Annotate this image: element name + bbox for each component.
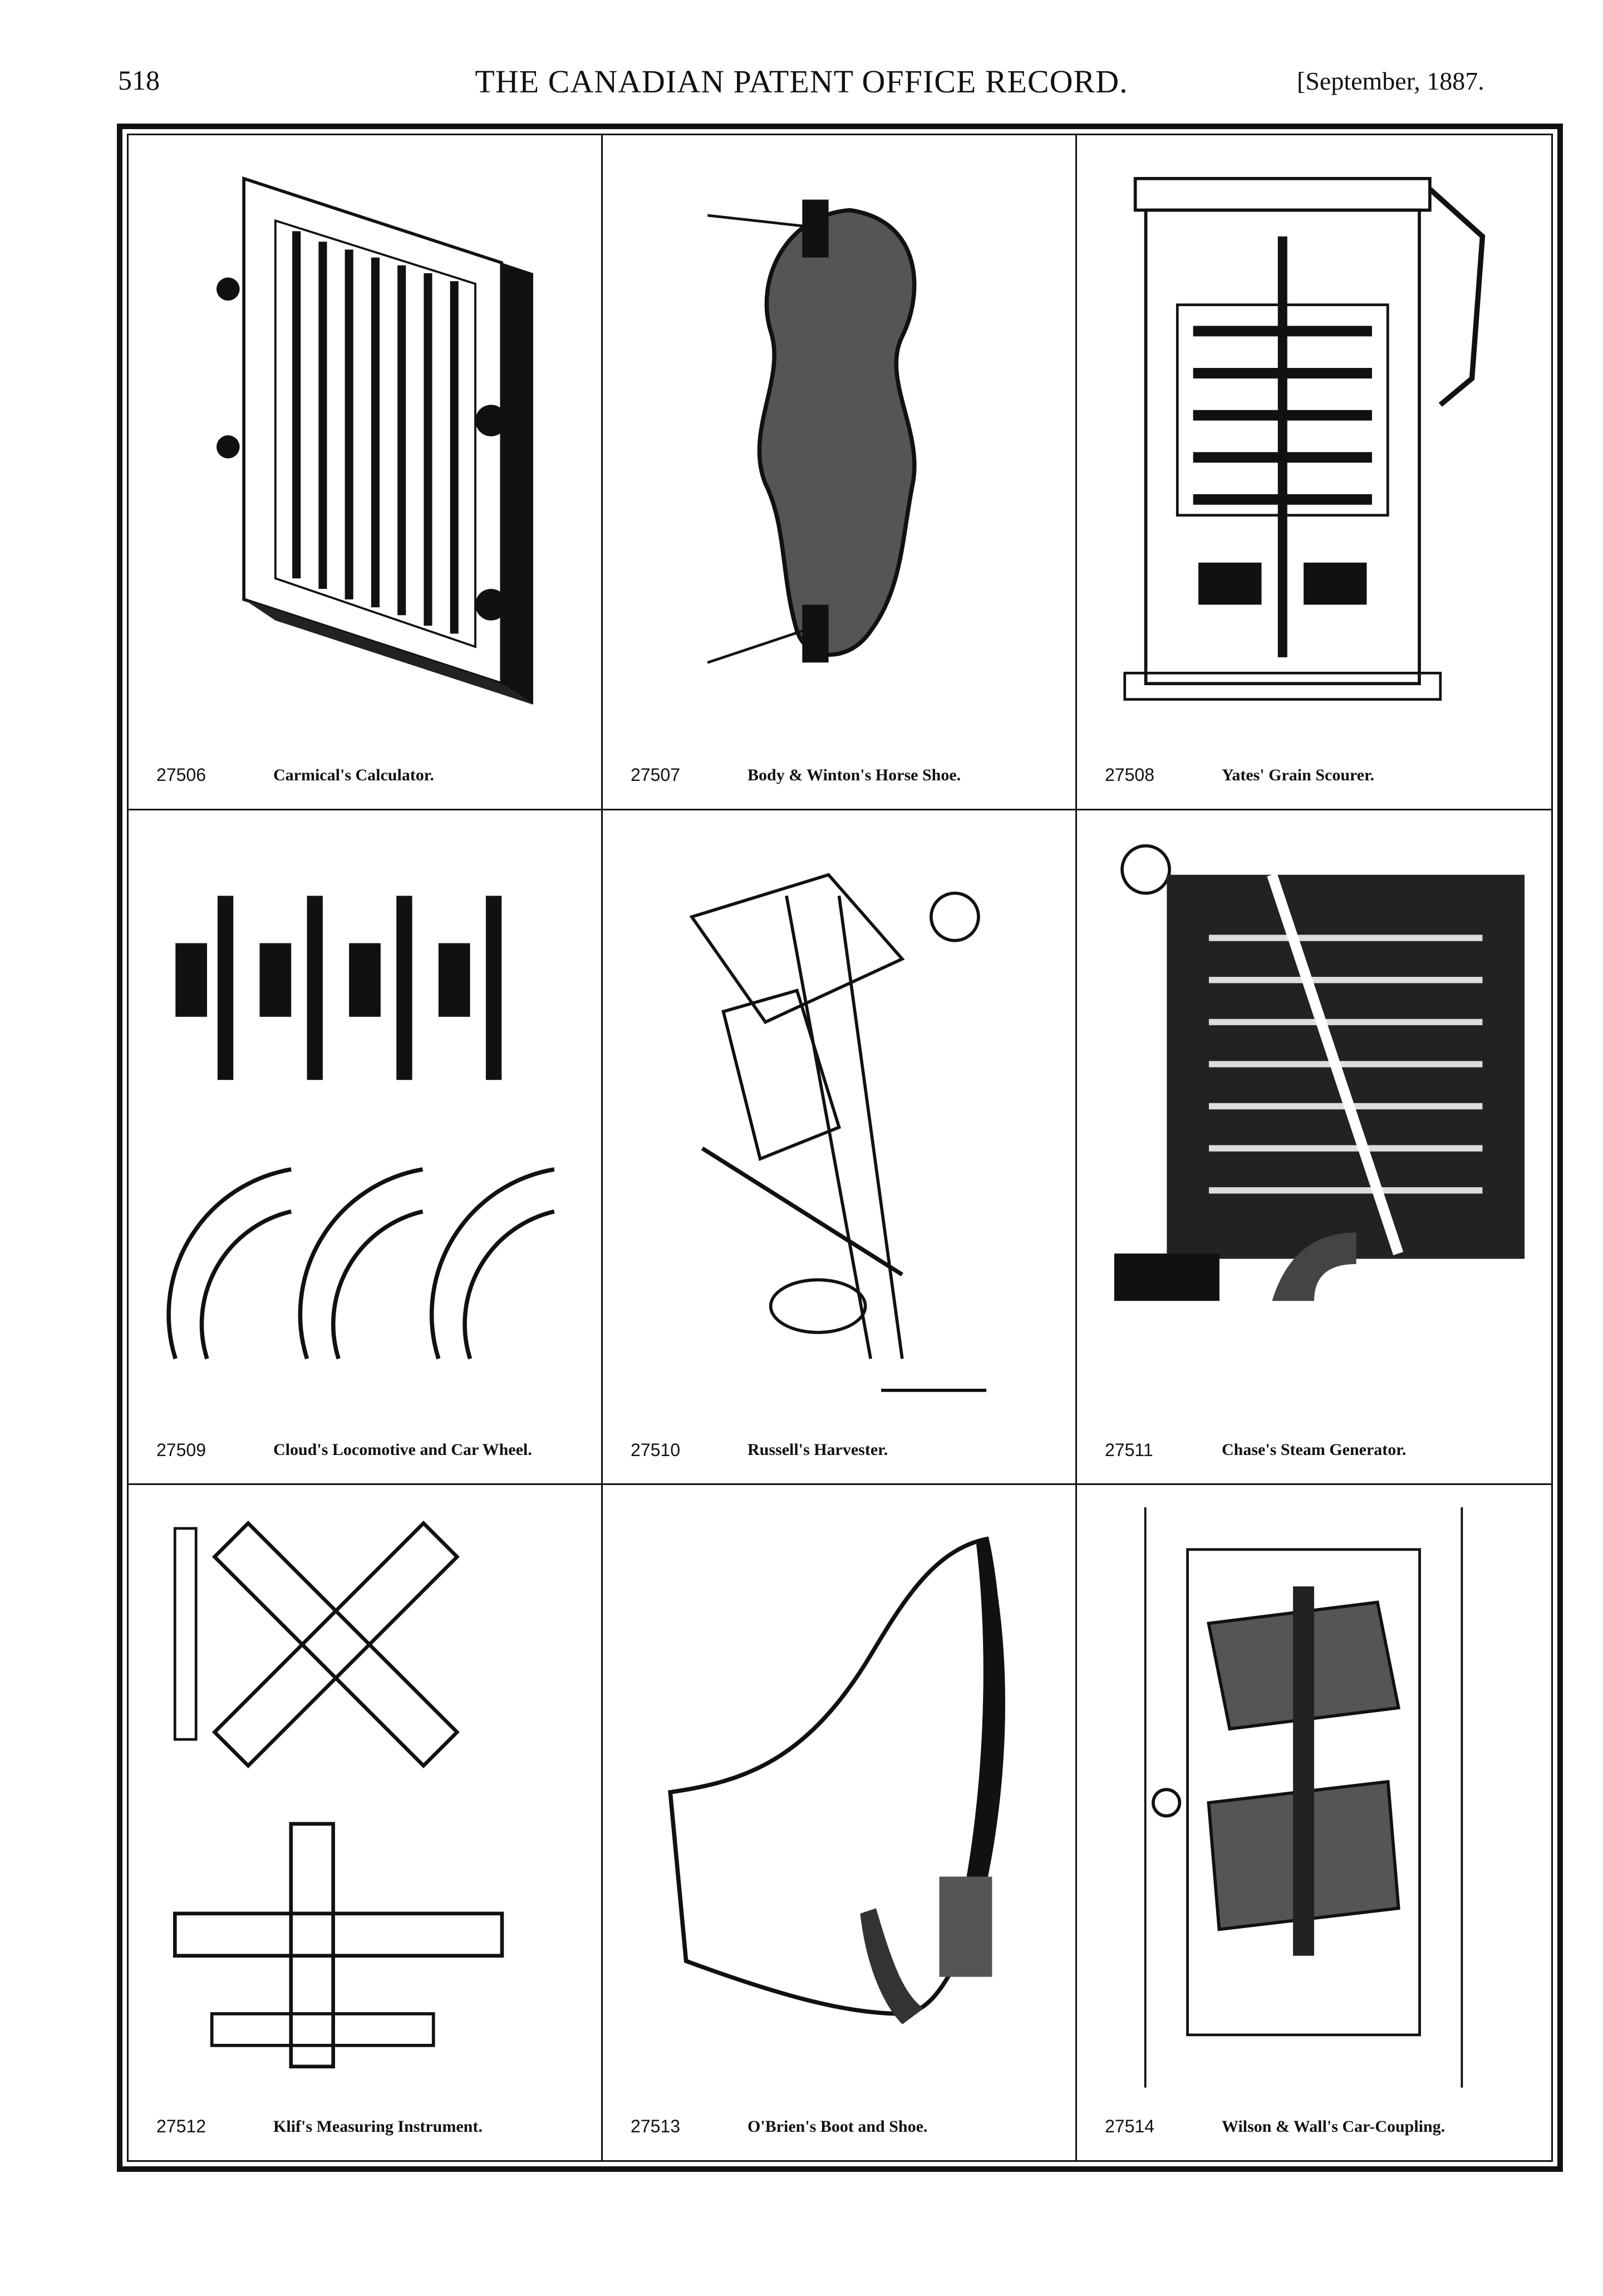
patent-grid: 27506 Carmical's Calculator. 27507 <box>129 135 1551 2160</box>
patent-number: 27511 <box>1105 1439 1153 1460</box>
patent-cell-car-wheel: 27509 Cloud's Locomotive and Car Wheel. <box>129 810 603 1486</box>
invention-title: Chase's Steam Generator. <box>1222 1440 1407 1459</box>
caption-harvester: 27510 Russell's Harvester. <box>631 1433 1059 1467</box>
caption-steam-generator: 27511 Chase's Steam Generator. <box>1105 1433 1535 1467</box>
plates-frame: 27506 Carmical's Calculator. 27507 <box>117 124 1563 2172</box>
plates-frame-inner: 27506 Carmical's Calculator. 27507 <box>127 134 1553 2162</box>
invention-title: Wilson & Wall's Car-Coupling. <box>1222 2117 1445 2136</box>
patent-number: 27513 <box>631 2116 680 2137</box>
invention-title: Russell's Harvester. <box>748 1440 888 1459</box>
patent-cell-steam-generator: 27511 Chase's Steam Generator. <box>1077 810 1551 1486</box>
calculator-drawing <box>151 158 579 736</box>
harvester-drawing <box>625 833 1053 1412</box>
caption-boot-shoe: 27513 O'Brien's Boot and Shoe. <box>631 2110 1059 2143</box>
invention-title: Cloud's Locomotive and Car Wheel. <box>273 1440 532 1459</box>
invention-title: O'Brien's Boot and Shoe. <box>748 2117 928 2136</box>
caption-calculator: 27506 Carmical's Calculator. <box>156 759 584 792</box>
patent-number: 27512 <box>156 2116 206 2137</box>
issue-date: [September, 1887. <box>1297 67 1484 95</box>
patent-number: 27506 <box>156 765 206 785</box>
patent-cell-car-coupling: 27514 Wilson & Wall's Car-Coupling. <box>1077 1485 1551 2160</box>
patent-number: 27509 <box>156 1439 206 1460</box>
patent-cell-grain-scourer: 27508 Yates' Grain Scourer. <box>1077 135 1551 810</box>
patent-cell-measuring-instrument: 27512 Klif's Measuring Instrument. <box>129 1485 603 2160</box>
measuring-instrument-drawing <box>151 1507 579 2088</box>
patent-number: 27514 <box>1105 2116 1154 2137</box>
journal-title: THE CANADIAN PATENT OFFICE RECORD. <box>475 63 1128 100</box>
patent-cell-calculator: 27506 Carmical's Calculator. <box>129 135 603 810</box>
caption-measuring-instrument: 27512 Klif's Measuring Instrument. <box>156 2110 584 2143</box>
invention-title: Klif's Measuring Instrument. <box>273 2117 483 2136</box>
patent-number: 27508 <box>1105 765 1154 785</box>
patent-number: 27507 <box>631 765 680 785</box>
patent-cell-boot-shoe: 27513 O'Brien's Boot and Shoe. <box>603 1485 1077 2160</box>
horse-shoe-drawing <box>625 158 1053 736</box>
boot-shoe-drawing <box>625 1507 1053 2088</box>
car-coupling-drawing <box>1099 1507 1529 2088</box>
patent-cell-harvester: 27510 Russell's Harvester. <box>603 810 1077 1486</box>
caption-grain-scourer: 27508 Yates' Grain Scourer. <box>1105 759 1535 792</box>
car-wheel-drawing <box>151 833 579 1412</box>
page-header: 518 THE CANADIAN PATENT OFFICE RECORD. [… <box>0 58 1603 109</box>
caption-car-coupling: 27514 Wilson & Wall's Car-Coupling. <box>1105 2110 1535 2143</box>
caption-car-wheel: 27509 Cloud's Locomotive and Car Wheel. <box>156 1433 584 1467</box>
patent-number: 27510 <box>631 1439 680 1460</box>
steam-generator-drawing <box>1099 833 1529 1412</box>
caption-horse-shoe: 27507 Body & Winton's Horse Shoe. <box>631 759 1059 792</box>
invention-title: Carmical's Calculator. <box>273 765 434 784</box>
invention-title: Yates' Grain Scourer. <box>1222 765 1375 784</box>
patent-cell-horse-shoe: 27507 Body & Winton's Horse Shoe. <box>603 135 1077 810</box>
page-number: 518 <box>118 65 160 96</box>
invention-title: Body & Winton's Horse Shoe. <box>748 765 961 784</box>
grain-scourer-drawing <box>1099 158 1529 736</box>
